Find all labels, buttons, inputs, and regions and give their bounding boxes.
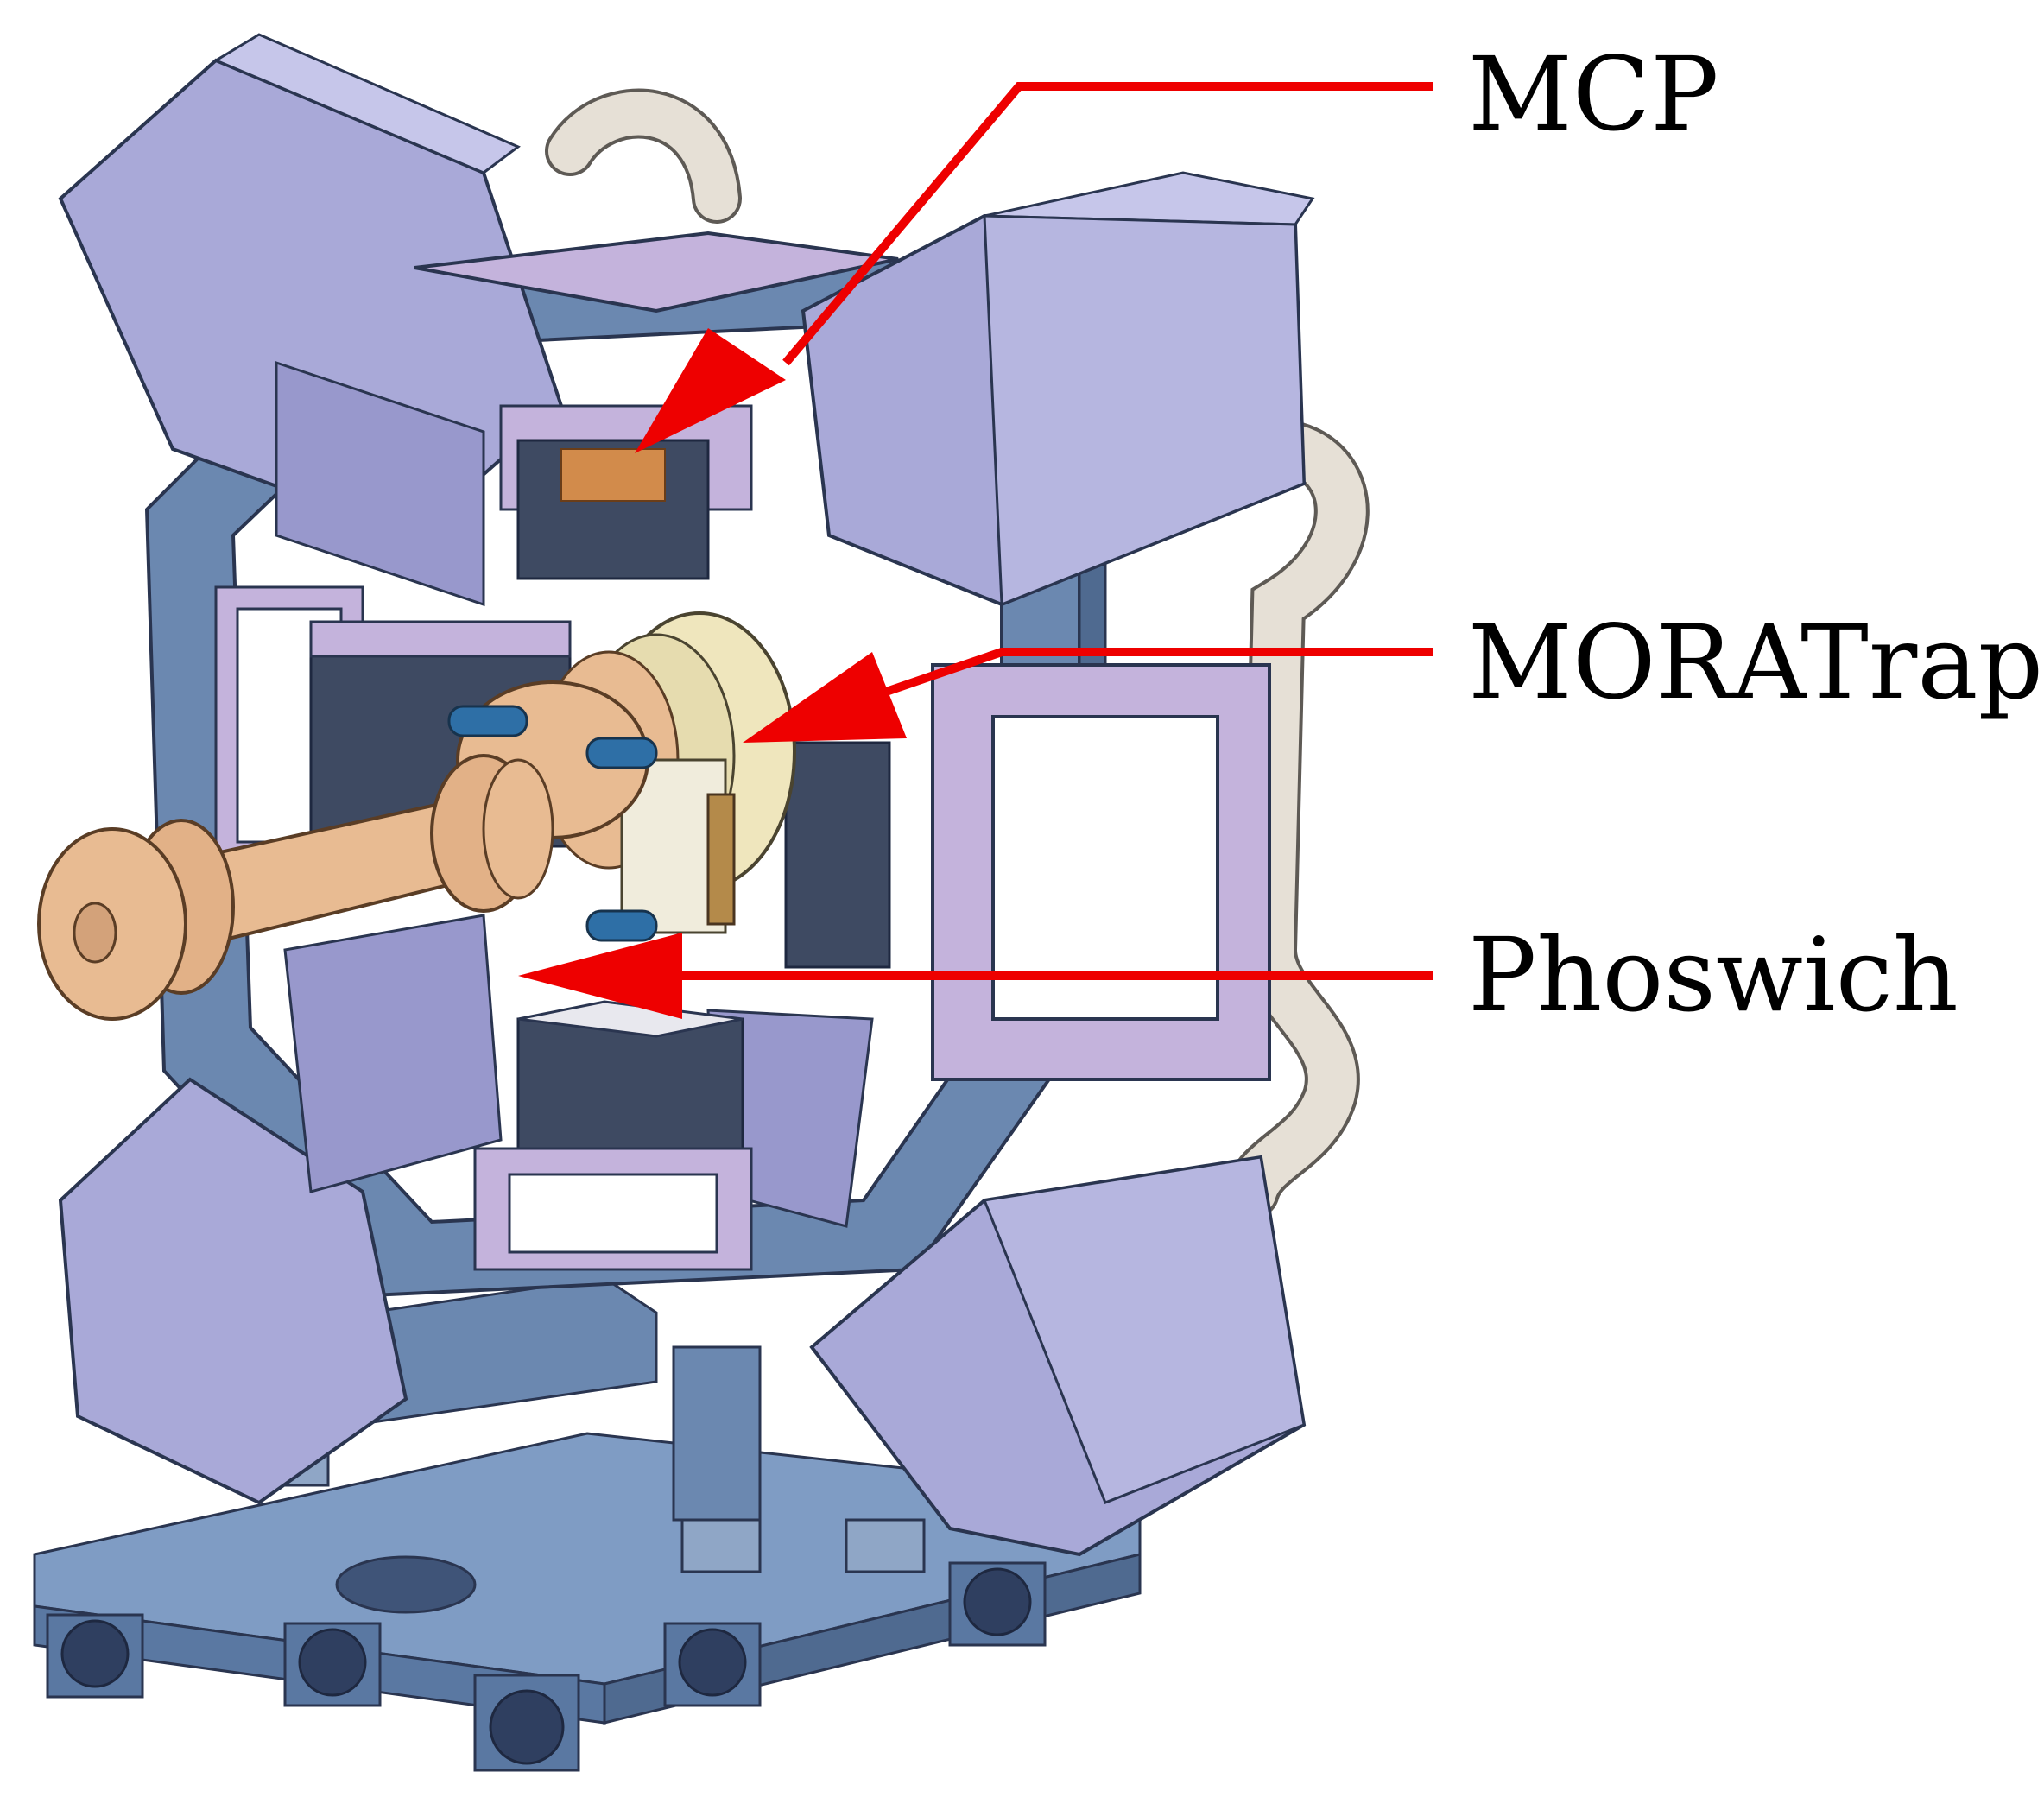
detector-box-bottom-right: [706, 1009, 1307, 1557]
label-moratrap: MORATrap: [1468, 603, 2044, 722]
label-phoswich: Phoswich: [1468, 915, 1959, 1035]
right-window-frame: [931, 663, 1271, 1081]
base-feet: [46, 1561, 1047, 1772]
label-mcp: MCP: [1468, 35, 1719, 154]
detector-box-bottom-left: [58, 914, 503, 1505]
beam-pipe: [37, 754, 554, 1021]
inner-right-detector: [784, 741, 891, 969]
phoswich-pointer-arrow: [518, 933, 1433, 1019]
detector-box-top-right: [801, 171, 1315, 607]
mcp-holder: [414, 231, 899, 580]
cooling-hoses: [545, 88, 1370, 1219]
mcp-pointer-arrow: [635, 82, 1433, 453]
detector-box-top-left: [58, 33, 564, 607]
phoswich-holder: [473, 1000, 753, 1271]
moratrap-pointer-arrow: [743, 648, 1433, 743]
